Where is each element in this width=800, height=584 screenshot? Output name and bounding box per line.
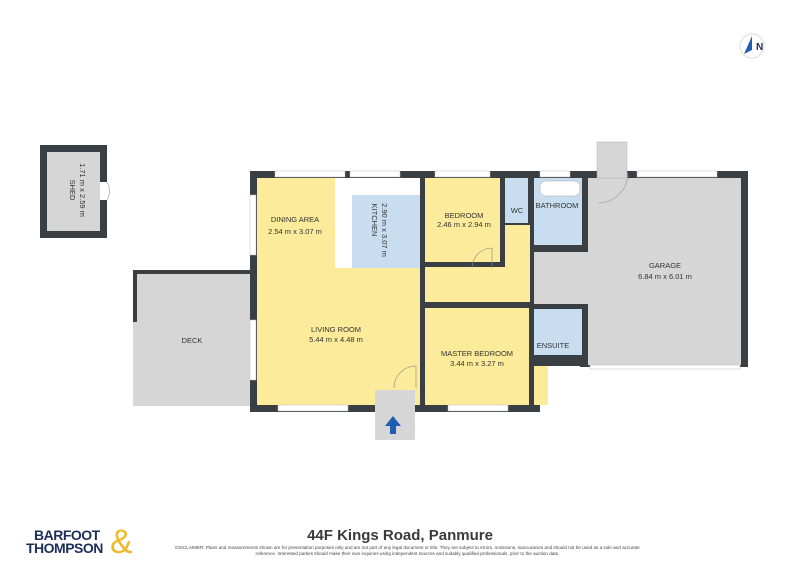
bedroom-label: BEDROOM [445,211,484,220]
kitchen-label: KITCHEN [370,204,379,237]
dining-size: 2.54 m x 3.07 m [268,227,322,236]
bedroom-size: 2.46 m x 2.94 m [437,220,491,229]
master-label: MASTER BEDROOM [441,349,513,358]
wc [505,178,528,223]
shed-size: 1.71 m x 2.59 m [78,163,87,217]
compass-label: N [756,42,763,53]
north-arrow-icon: N [739,33,765,59]
garage [588,178,741,365]
logo-ampersand: & [110,523,133,561]
entry-arrow-icon [385,416,401,434]
logo-line2: THOMPSON [26,540,103,556]
laundry [534,252,588,304]
living-label: LIVING ROOM [311,325,361,334]
kitchen-size: 2.90 m x 3.07 m [380,203,389,257]
entry-porch [375,365,417,440]
wc-label: WC [511,206,524,215]
shed: SHED 1.71 m x 2.59 m [40,145,110,238]
bedroom [425,178,500,262]
barfoot-thompson-logo: BARFOOT THOMPSON & [26,523,141,562]
garage-label: GARAGE [649,261,681,270]
shed-label: SHED [68,180,77,201]
master-bedroom [425,308,529,405]
hallway [425,267,530,302]
garage-size: 6.84 m x 6.01 m [638,272,692,281]
property-address: 44F Kings Road, Panmure [307,527,493,544]
bathroom-label: BATHROOM [536,201,579,210]
living-size: 5.44 m x 4.48 m [309,335,363,344]
dining-label: DINING AREA [271,215,319,224]
deck-label: DECK [182,336,203,345]
ensuite-label: ENSUITE [537,341,570,350]
deck: DECK [133,270,251,406]
ensuite [534,309,582,355]
logo-line1: BARFOOT [34,527,100,543]
master-size: 3.44 m x 3.27 m [450,359,504,368]
disclaimer: DISCLAIMER: Plans and measurements shown… [175,545,640,556]
